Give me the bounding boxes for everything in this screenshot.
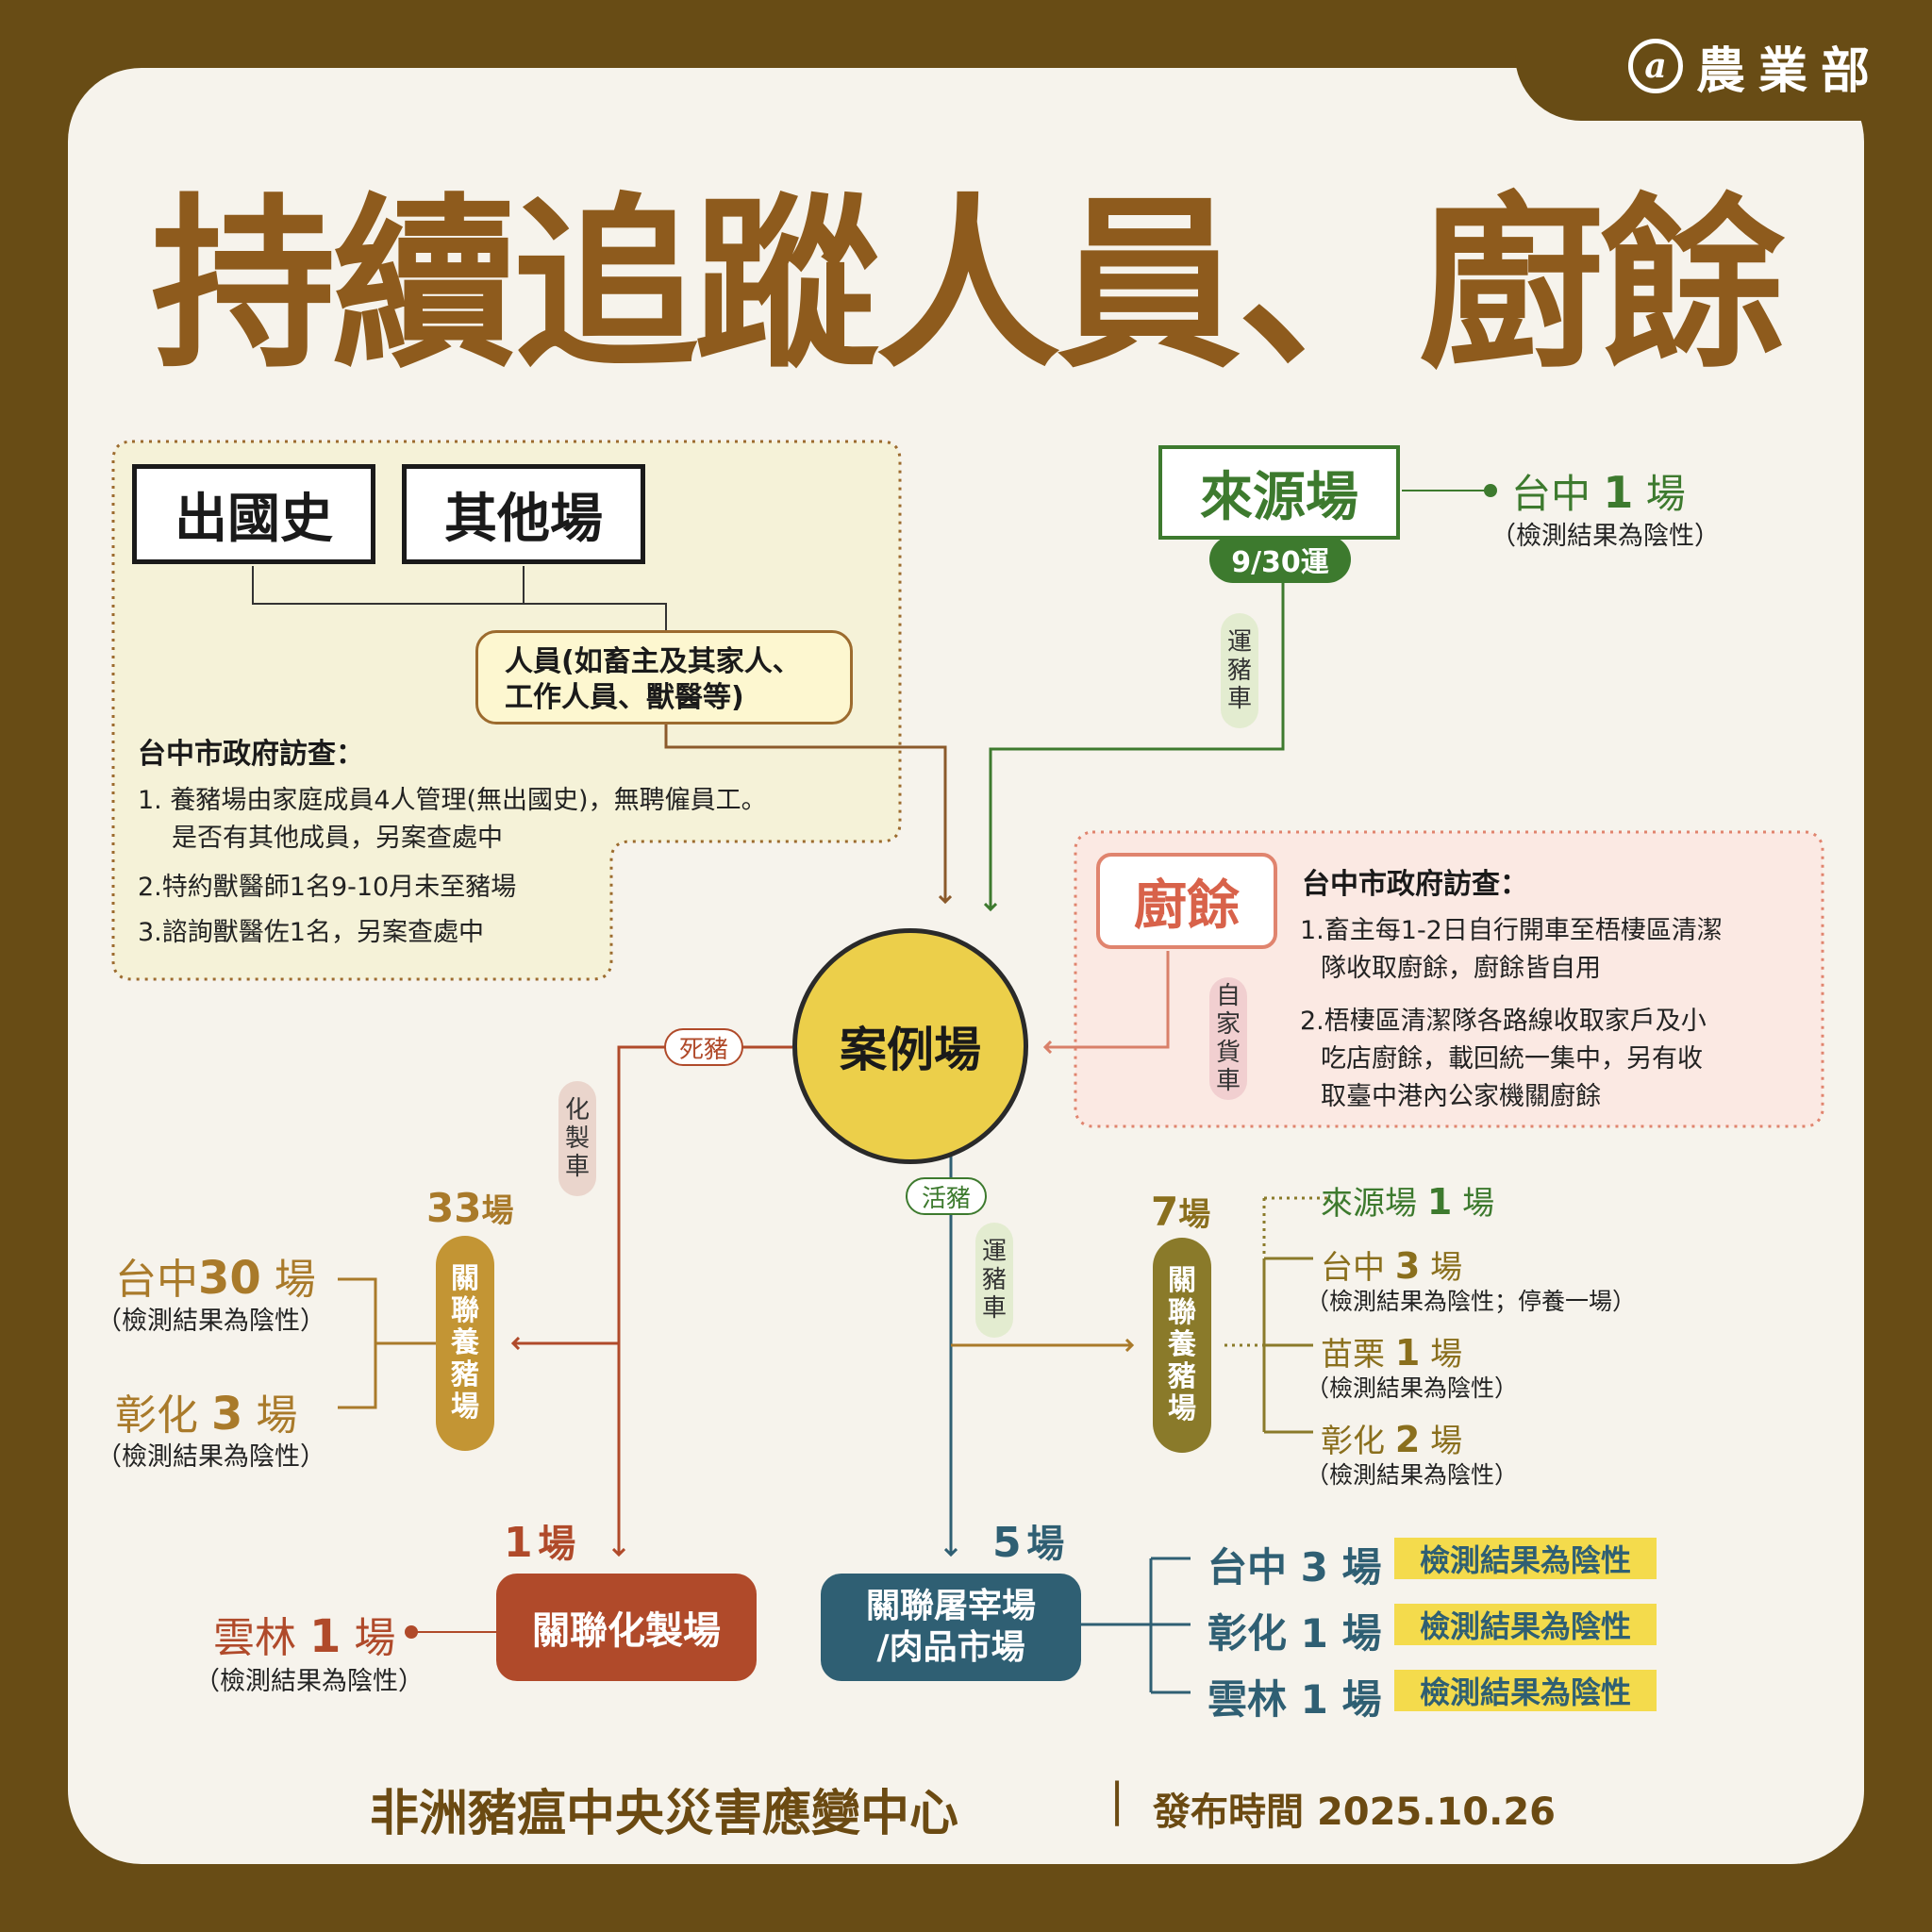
- slaughter-yunlin-result: 檢測結果為陰性: [1394, 1670, 1657, 1711]
- slaughterhouse-box: 關聯屠宰場/肉品市場: [821, 1574, 1081, 1681]
- related-farms-7-count: 7場: [1151, 1189, 1211, 1235]
- page-title: 持續追蹤人員、廚餘: [150, 178, 1785, 393]
- live-taichung-result: 台中 3 場: [1321, 1245, 1463, 1287]
- moa-logo: a 農業部: [1627, 36, 1883, 100]
- kitchen-investigation-title: 台中市政府訪查：: [1302, 868, 1528, 901]
- footer-release: 發布時間 2025.10.26: [1153, 1790, 1556, 1834]
- case-farm: 案例場: [792, 928, 1028, 1164]
- personnel-item-3: 3.諮詢獸醫佐1名，另案查處中: [138, 918, 484, 947]
- kitchen-item-2: 2.梧棲區清潔隊各路線收取家戶及小: [1300, 1007, 1707, 1036]
- source-result-note: （檢測結果為陰性）: [1491, 522, 1720, 551]
- yunlin-rendering-result: 雲林 1 場: [213, 1610, 396, 1663]
- kitchen-item-1: 1.畜主每1-2日自行開車至梧棲區清潔: [1300, 916, 1723, 945]
- rendering-plant-count: 1 場: [504, 1519, 576, 1567]
- live-miaoli-result: 苗栗 1 場: [1321, 1332, 1463, 1374]
- personnel-line-2: 工作人員、獸醫等): [505, 681, 744, 714]
- slaughter-changhua: 彰化 1 場: [1208, 1610, 1382, 1657]
- source-farm-date-badge: 9/30運: [1209, 536, 1351, 583]
- rendering-plant-box: 關聯化製場: [496, 1574, 757, 1681]
- kitchen-item-2-cont: 吃店廚餘，載回統一集中，另有收: [1321, 1044, 1703, 1074]
- live-changhua-note: （檢測結果為陰性）: [1306, 1461, 1519, 1489]
- dead-taichung-note: （檢測結果為陰性）: [96, 1307, 325, 1336]
- dead-changhua-note: （檢測結果為陰性）: [96, 1442, 325, 1472]
- dead-changhua-result: 彰化 3 場: [115, 1388, 298, 1441]
- slaughter-changhua-result: 檢測結果為陰性: [1394, 1604, 1657, 1645]
- other-farms-box: 其他場: [402, 464, 645, 564]
- kitchen-item-1-cont: 隊收取廚餘，廚餘皆自用: [1321, 954, 1601, 983]
- live-miaoli-note: （檢測結果為陰性）: [1306, 1374, 1519, 1402]
- live-source-result: 來源場 1 場: [1321, 1181, 1495, 1223]
- slaughter-yunlin: 雲林 1 場: [1208, 1676, 1382, 1723]
- personnel-box: 人員(如畜主及其家人、 工作人員、獸醫等): [475, 630, 853, 724]
- related-farms-33-label: 關聯養豬場: [436, 1236, 494, 1451]
- slaughter-count: 5 場: [992, 1519, 1065, 1567]
- rendering-truck-tag: 化製車: [558, 1081, 596, 1196]
- travel-history-box: 出國史: [132, 464, 375, 564]
- source-farm-box: 來源場: [1158, 445, 1400, 540]
- footer-org: 非洲豬瘟中央災害應變中心: [370, 1786, 959, 1842]
- live-pig-tag: 活豬: [906, 1177, 987, 1215]
- live-pig-truck-tag: 運豬車: [975, 1223, 1013, 1338]
- kitchen-waste-arrow: [1045, 951, 1170, 1047]
- own-truck-tag: 自家貨車: [1209, 977, 1247, 1100]
- related-farms-7-label: 關聯養豬場: [1153, 1238, 1211, 1453]
- logo-tab: [1515, 0, 1932, 121]
- related-farms-33-count: 33場: [426, 1185, 514, 1231]
- kitchen-item-2-cont-2: 取臺中港內公家機關廚餘: [1321, 1082, 1601, 1111]
- moa-logo-icon: a: [1627, 39, 1683, 93]
- dead-pig-arrow: [619, 1045, 792, 1555]
- dead-pig-tag: 死豬: [664, 1028, 743, 1066]
- slaughter-taichung: 台中 3 場: [1208, 1544, 1382, 1591]
- source-pig-truck-tag: 運豬車: [1221, 613, 1258, 728]
- source-result: 台中 1 場: [1511, 467, 1686, 518]
- moa-logo-text: 農業部: [1695, 42, 1883, 100]
- yunlin-rendering-note: （檢測結果為陰性）: [194, 1667, 424, 1696]
- personnel-item-2: 2.特約獸醫師1名9-10月未至豬場: [138, 873, 517, 902]
- personnel-item-1-cont: 是否有其他成員，另案查處中: [172, 824, 503, 853]
- slaughter-taichung-result: 檢測結果為陰性: [1394, 1538, 1657, 1579]
- personnel-line-1: 人員(如畜主及其家人、: [505, 645, 801, 678]
- personnel-item-1: 1. 養豬場由家庭成員4人管理(無出國史)，無聘僱員工。: [138, 786, 767, 815]
- footer-divider: |: [1109, 1774, 1125, 1826]
- personnel-arrow: [664, 724, 945, 902]
- live-changhua-result: 彰化 2 場: [1321, 1419, 1463, 1460]
- personnel-investigation-title: 台中市政府訪查：: [138, 738, 364, 771]
- dead-taichung-result: 台中30 場: [115, 1252, 316, 1305]
- source-farm-arrow: [991, 575, 1285, 909]
- live-taichung-note: （檢測結果為陰性；停養一場）: [1306, 1288, 1637, 1315]
- kitchen-waste-box: 廚餘: [1096, 853, 1277, 949]
